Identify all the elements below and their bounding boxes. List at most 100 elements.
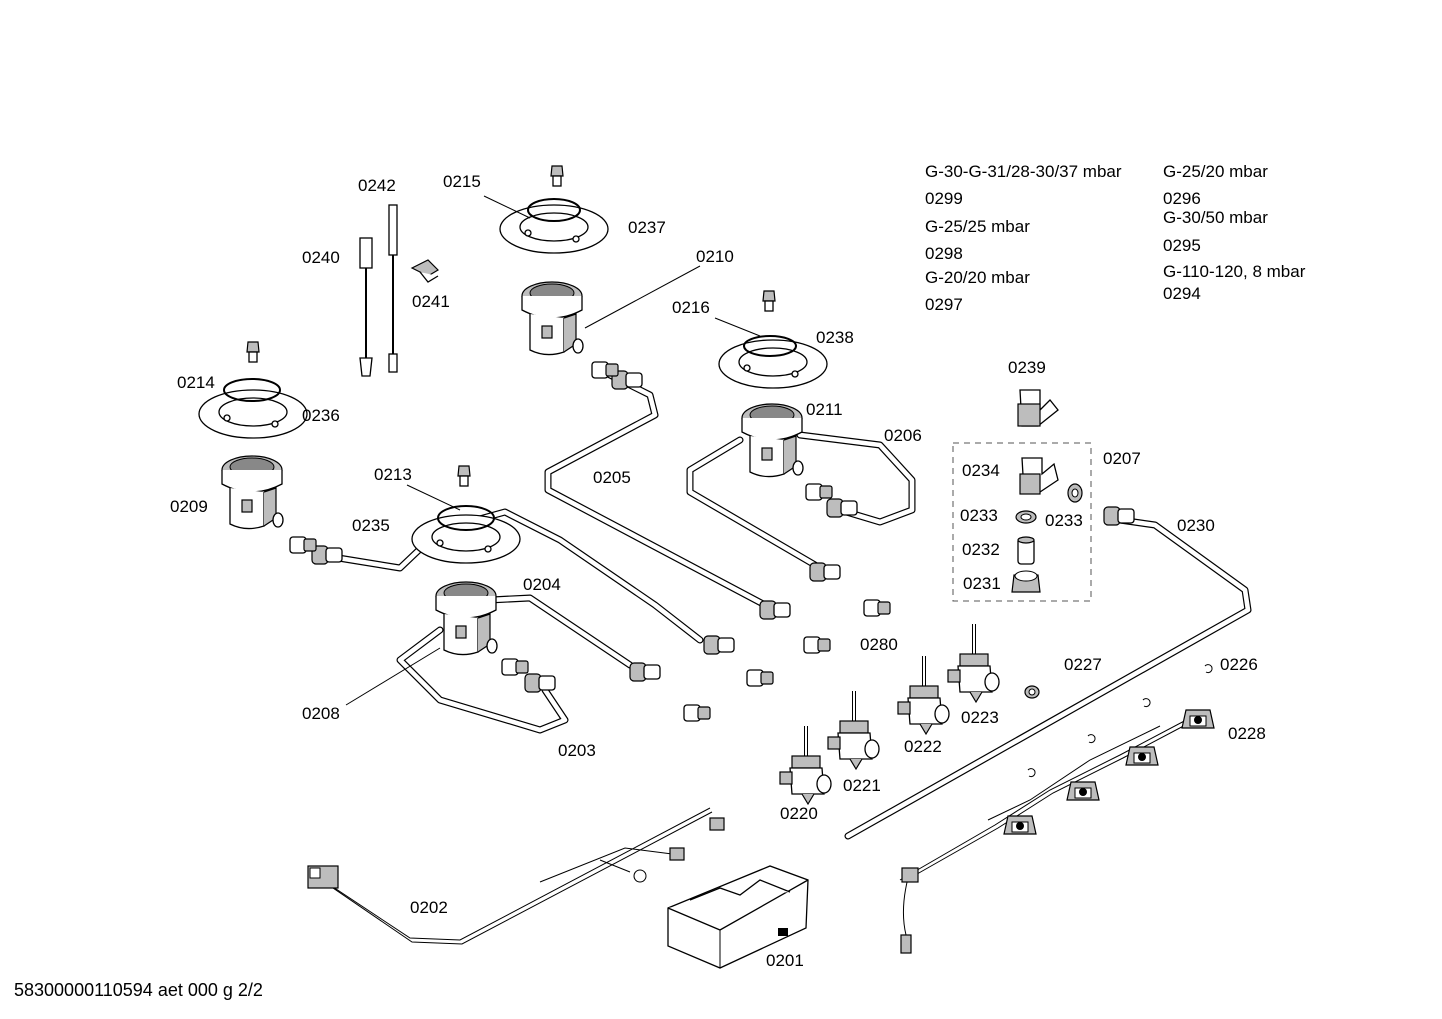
- burner-cap-ring-0237: [499, 204, 609, 254]
- ignition-electrode: [1066, 781, 1100, 801]
- sleeve-0232: [1017, 536, 1035, 565]
- label-0232: 0232: [962, 540, 1000, 559]
- label-0221: 0221: [843, 776, 881, 795]
- gas-spec-0299-title: G-30-G-31/28-30/37 mbar: [925, 162, 1122, 181]
- gas-spec-0297: 0297: [925, 295, 963, 314]
- dashed-kit-box: [952, 442, 1092, 602]
- label-0209: 0209: [170, 497, 208, 516]
- seal-rings: [223, 198, 797, 531]
- label-0210: 0210: [696, 247, 734, 266]
- gas-spec-0297-title: G-20/20 mbar: [925, 268, 1030, 287]
- label-0214: 0214: [177, 373, 215, 392]
- burner-cap-ring-0238: [718, 339, 828, 389]
- wiring-harness-0202: [307, 807, 725, 945]
- label-0216: 0216: [672, 298, 710, 317]
- seal-washer-0233-right: [1067, 483, 1083, 503]
- label-0207: 0207: [1103, 449, 1141, 468]
- label-0222: 0222: [904, 737, 942, 756]
- label-0234: 0234: [962, 461, 1000, 480]
- label-0235: 0235: [352, 516, 390, 535]
- gas-spec-0296-title: G-25/20 mbar: [1163, 162, 1268, 181]
- burner-body-0210: [521, 281, 584, 356]
- label-0228: 0228: [1228, 724, 1266, 743]
- label-0241: 0241: [412, 292, 450, 311]
- gas-spec-0295-title: G-30/50 mbar: [1163, 208, 1268, 227]
- ignition-harness-0228: [899, 664, 1215, 954]
- burner-cap-ring-0235: [411, 514, 521, 564]
- gas-spec-0296: 0296: [1163, 189, 1201, 208]
- pipe-nut: [759, 600, 791, 620]
- label-0204: 0204: [523, 575, 561, 594]
- gas-spec-0294: 0294: [1163, 284, 1201, 303]
- ignition-electrode: [1125, 746, 1159, 766]
- thermocouple-0242: [388, 204, 398, 373]
- gas-spec-0298: 0298: [925, 244, 963, 263]
- burner-body-0209: [221, 455, 284, 530]
- small-fitting: [591, 361, 619, 379]
- gas-spec-0295: 0295: [1163, 236, 1201, 255]
- gas-spec-0294-title: G-110-120, 8 mbar: [1163, 262, 1306, 281]
- label-0231: 0231: [963, 574, 1001, 593]
- label-0239: 0239: [1008, 358, 1046, 377]
- label-0238: 0238: [816, 328, 854, 347]
- burner-body-0211: [741, 403, 804, 478]
- burner-cap-ring-0236: [198, 389, 308, 439]
- gas-spec-legend: G-30-G-31/28-30/37 mbar 0299 G-25/25 mba…: [925, 162, 1306, 314]
- clip-0241: [410, 259, 439, 283]
- label-0233-left: 0233: [960, 506, 998, 525]
- label-0226: 0226: [1220, 655, 1258, 674]
- pipe-nut: [629, 662, 661, 682]
- pipe-nut: [809, 562, 841, 582]
- seal-washer-0233-left: [1015, 510, 1037, 524]
- ignition-electrode: [1003, 815, 1037, 835]
- label-0220: 0220: [780, 804, 818, 823]
- nut-0231: [1011, 570, 1041, 593]
- gas-pipes: [316, 371, 1252, 840]
- gas-valve-0223: [946, 622, 1001, 704]
- small-fitting: [501, 658, 529, 676]
- leader-lines: [345, 195, 761, 706]
- pipe-nut: [1103, 506, 1135, 526]
- elbow-fitting-0239: [1017, 389, 1059, 427]
- pipe-nut: [703, 635, 735, 655]
- injector-nut-0213: [457, 465, 471, 487]
- label-0211: 0211: [806, 400, 843, 419]
- injector: [746, 669, 774, 687]
- injector-nut-0215: [550, 165, 564, 187]
- part-labels: 0242 0215 0237 0240 0210 0241 0216 0238 …: [170, 172, 1266, 970]
- pipe-nut: [826, 498, 858, 518]
- ignition-electrode: [1181, 709, 1215, 729]
- gas-valve-0222: [896, 654, 951, 736]
- gas-spec-0298-title: G-25/25 mbar: [925, 217, 1030, 236]
- label-0240: 0240: [302, 248, 340, 267]
- injector-0280: [863, 599, 891, 617]
- injector: [803, 636, 831, 654]
- injector: [683, 704, 711, 722]
- small-fitting: [805, 483, 833, 501]
- injector-nut-0214: [246, 341, 260, 363]
- thermocouple-0240: [359, 237, 373, 377]
- label-0205: 0205: [593, 468, 631, 487]
- label-0227: 0227: [1064, 655, 1102, 674]
- gas-valve-0220: [778, 724, 833, 806]
- washer-0227: [1024, 685, 1040, 699]
- injector-nut-0216: [762, 290, 776, 312]
- label-0213: 0213: [374, 465, 412, 484]
- label-0203: 0203: [558, 741, 596, 760]
- label-0242: 0242: [358, 176, 396, 195]
- small-fitting: [289, 536, 317, 554]
- label-0237: 0237: [628, 218, 666, 237]
- label-0236: 0236: [302, 406, 340, 425]
- label-0208: 0208: [302, 704, 340, 723]
- burner-body-0208: [435, 581, 498, 656]
- label-0206: 0206: [884, 426, 922, 445]
- pipe-nut: [524, 673, 556, 693]
- label-0201: 0201: [766, 951, 804, 970]
- label-0215: 0215: [443, 172, 481, 191]
- gas-valve-0221: [826, 689, 881, 771]
- label-0202: 0202: [410, 898, 448, 917]
- document-footer-id: 58300000110594 aet 000 g 2/2: [14, 980, 263, 1000]
- label-0223: 0223: [961, 708, 999, 727]
- elbow-fitting-0234: [1019, 457, 1059, 495]
